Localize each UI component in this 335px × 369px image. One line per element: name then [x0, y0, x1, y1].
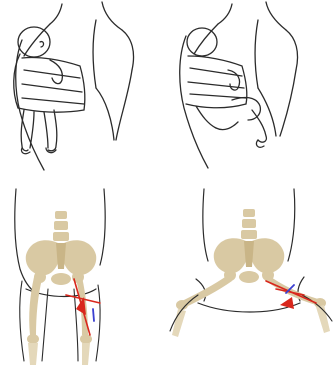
baby-ear — [40, 42, 44, 47]
wide-hip-drawing — [168, 185, 335, 369]
acetabulum-blue-marker — [93, 309, 94, 321]
pelvis-left-wing — [214, 238, 248, 273]
leg-outline-right — [96, 285, 100, 361]
vertebra-2 — [54, 221, 68, 230]
carrier-bottom — [18, 108, 84, 112]
baby-leg-left-inner — [30, 112, 34, 148]
shin-left — [28, 343, 38, 365]
vertebra-1 — [243, 209, 255, 217]
carrier-bottom — [186, 104, 246, 108]
pubis — [239, 271, 259, 283]
shin-right — [316, 305, 330, 333]
vertebra-2 — [242, 219, 256, 228]
sacrum — [56, 243, 66, 269]
body-outline-right — [288, 189, 295, 261]
wide-carrier-drawing — [168, 0, 335, 184]
vertebra-1 — [55, 211, 67, 219]
parent-neck-right — [266, 2, 286, 30]
sacrum — [244, 241, 254, 267]
vertebra-3 — [53, 232, 69, 241]
carrier-panel-lines — [22, 70, 84, 104]
baby-leg-left-outer — [21, 110, 28, 151]
baby-arm — [50, 60, 62, 84]
body-outline-left — [203, 189, 208, 261]
parent-shoulder-right — [286, 30, 298, 70]
parent-neck-left — [218, 4, 232, 24]
pubis — [51, 273, 71, 285]
parent-belly-line — [96, 88, 114, 140]
femur-head-left — [224, 269, 236, 281]
knee-left — [27, 334, 39, 344]
carrier-strap-right — [93, 20, 96, 88]
baby-leg-right-outer — [44, 112, 48, 148]
pelvis-left-wing — [26, 240, 60, 275]
pelvis-right-wing — [62, 240, 96, 275]
shin-right — [82, 343, 90, 365]
narrow-carrier-drawing — [0, 0, 167, 184]
femur-head-right — [262, 269, 274, 281]
body-outline-left — [15, 189, 36, 293]
pelvis-right-wing — [250, 238, 284, 273]
femur-left — [29, 277, 42, 335]
parent-neck-right — [102, 2, 122, 30]
carrier-panel — [22, 57, 85, 110]
body-outline-right — [100, 189, 105, 265]
narrow-hip-drawing — [0, 185, 167, 369]
wide-base-hip-illustration — [168, 185, 335, 369]
baby-thigh-left — [196, 106, 216, 128]
parent-arm-right — [280, 70, 296, 136]
baby-leg-left-under — [216, 122, 238, 130]
leg-outline-left-inner — [42, 289, 48, 361]
leg-outline-left — [20, 281, 24, 361]
femur-head-left — [34, 271, 46, 283]
parent-back-left — [16, 40, 44, 170]
parent-neck-left — [50, 4, 62, 24]
carrier-strap-right — [255, 20, 258, 88]
narrow-base-hip-illustration — [0, 185, 167, 369]
vertebra-3 — [241, 230, 257, 239]
parent-shoulder-right — [122, 30, 134, 70]
baby-leg-right-inner — [48, 110, 57, 151]
carrier-panel-lines — [188, 68, 246, 98]
parent-arm-right — [116, 70, 132, 140]
leg-outline-right-inner — [74, 289, 78, 361]
wide-base-carrier-illustration — [168, 0, 335, 184]
narrow-base-carrier-illustration — [0, 0, 167, 184]
